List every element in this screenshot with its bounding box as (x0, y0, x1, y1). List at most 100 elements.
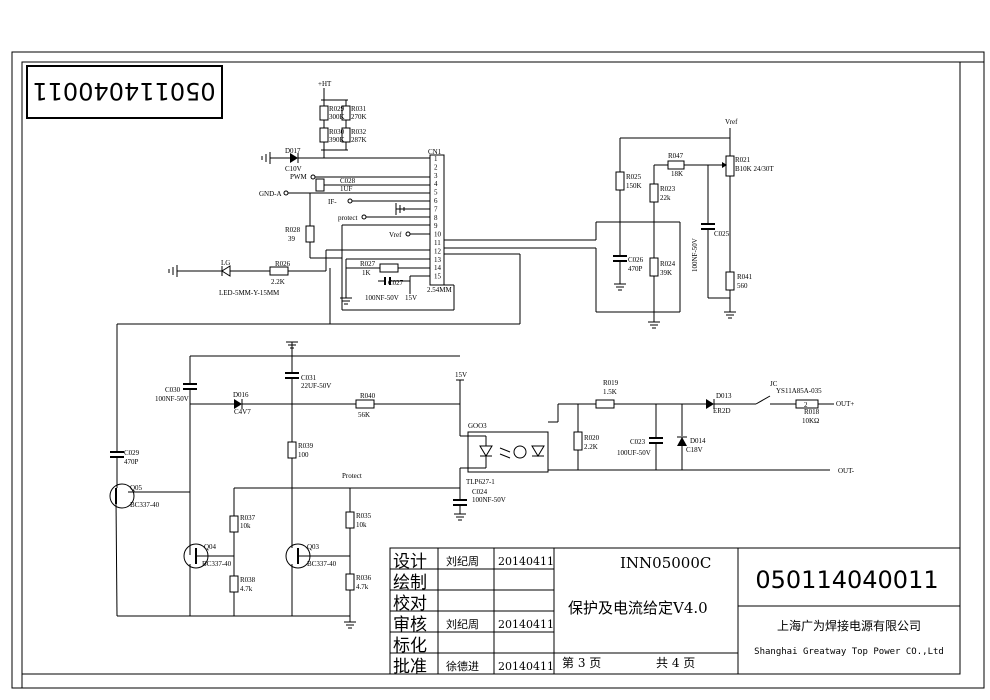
connector-pin-number: 9 (434, 222, 438, 230)
company-name-en: Shanghai Greatway Top Power CO.,Ltd (754, 647, 944, 657)
connector-pin-number: 4 (434, 180, 438, 188)
outer-frame (11, 51, 985, 689)
protect-net-label: Protect (342, 472, 362, 480)
ground-symbol (168, 265, 178, 277)
lg-value: LED-5MM-Y-15MM (219, 289, 280, 297)
title-block-date: 20140411 (498, 660, 554, 673)
jc-value: YS11A85A-035 (776, 387, 822, 395)
connector-pin-number: 5 (434, 189, 438, 197)
r047-value: 18K (671, 170, 683, 178)
r021-value: B10K 24/30T (735, 165, 774, 173)
zener-d014 (677, 437, 687, 446)
r032-ref: R032 (351, 128, 367, 136)
r035-ref: R035 (356, 512, 372, 520)
g003-ref: GOO3 (468, 422, 487, 430)
resistor-r019 (595, 399, 615, 409)
title-block-person: 徐德进 (446, 659, 479, 673)
title-block-role: 批准 (393, 657, 427, 677)
c023-ref: C023 (630, 438, 646, 446)
d014-ref: D014 (690, 437, 706, 445)
r047-ref: R047 (668, 152, 684, 160)
vref-top-label: Vref (725, 118, 738, 126)
r031-value: 270K (351, 113, 367, 121)
optocoupler-g003 (467, 431, 549, 473)
q04-value: BC337-40 (202, 560, 232, 568)
r023-value: 22k (660, 194, 671, 202)
connector-pin-number: 3 (434, 172, 438, 180)
resistor-r027 (379, 263, 399, 273)
r027-value: 1K (362, 269, 371, 277)
r021-ref: R021 (735, 156, 751, 164)
resistor-r039 (287, 441, 297, 459)
c023-value: 100UF-50V (617, 449, 651, 457)
connector-pin-number: 15 (434, 273, 442, 281)
c024-value: 100NF-50V (472, 496, 506, 504)
r030-ref: R030 (329, 128, 345, 136)
company-name-cn: 上海广为焊接电源有限公司 (777, 618, 921, 633)
c026-value: 470P (628, 265, 643, 273)
sheet-number: 第 3 页 (562, 656, 601, 670)
gnd-a-label: GND-A (259, 190, 282, 198)
lg-ref: LG (221, 259, 230, 267)
title-block (389, 547, 961, 675)
r041-value: 560 (737, 282, 748, 290)
connector-pin-number: 13 (434, 256, 442, 264)
r019-ref: R019 (603, 379, 619, 387)
r035-value: 10k (356, 521, 367, 529)
resistor-r028 (305, 225, 315, 243)
title-block-person: 刘纪周 (446, 555, 479, 568)
c029-value: 470P (124, 458, 139, 466)
relay-contact-jc (755, 395, 771, 405)
mirrored-number-box: 050114040011 (26, 65, 223, 119)
jc-ref: JC (770, 380, 778, 388)
ground-symbol (395, 203, 430, 215)
c024-ref: C024 (472, 488, 488, 496)
resistor-r029 (319, 105, 329, 121)
r018-value: 10KΩ (802, 417, 819, 425)
d013-ref: D013 (716, 392, 732, 400)
r029-value: 300K (329, 113, 345, 121)
r025-ref: R025 (626, 173, 642, 181)
r028-ref: R028 (285, 226, 301, 234)
r032-value: 287K (351, 136, 367, 144)
q05-ref: Q05 (130, 484, 143, 492)
resistor-r040 (355, 399, 375, 409)
connector-pitch: 2.54MM (427, 286, 452, 294)
d014-value: C18V (686, 446, 703, 454)
mirrored-drawing-number: 050114040011 (32, 77, 215, 105)
resistor-r035 (345, 511, 355, 529)
title-block-role: 校对 (393, 594, 427, 614)
title-block-date: 20140411 (498, 618, 554, 631)
r025-value: 150K (626, 182, 642, 190)
diode-d013 (706, 399, 714, 409)
title-block-person: 刘纪周 (446, 618, 479, 631)
c025-value: 100NF-50V (691, 238, 699, 272)
title-block-role: 设计 (393, 552, 427, 572)
pwm-label: PWM (290, 173, 308, 181)
ground-symbol (261, 152, 271, 164)
r020-ref: R020 (584, 434, 600, 442)
product-code: INN05000C (620, 554, 711, 572)
resistor-r037 (229, 515, 239, 533)
c031-ref: C031 (301, 374, 317, 382)
d016-ref: D016 (233, 391, 249, 399)
out-plus-label: OUT+ (836, 400, 854, 408)
c028-ref: C028 (340, 177, 356, 185)
if-label: IF- (328, 198, 337, 206)
c025-ref: C025 (714, 230, 730, 238)
potentiometer-r021 (725, 155, 735, 177)
ground-symbol (454, 513, 466, 521)
c027-ref: C027 (388, 279, 404, 287)
connector-pin-number: 10 (434, 231, 442, 239)
r040-ref: R040 (360, 392, 376, 400)
resistor-r038 (229, 575, 239, 593)
ground-symbol (614, 283, 626, 291)
drawing-number: 050114040011 (755, 566, 938, 594)
title-block-role: 审核 (393, 615, 427, 635)
r031-ref: R031 (351, 105, 367, 113)
d016-value: C4V7 (234, 408, 251, 416)
led-lg (221, 265, 231, 277)
connector-pin-number: 14 (434, 264, 442, 272)
q03-value: BC337-40 (307, 560, 337, 568)
r024-ref: R024 (660, 260, 676, 268)
